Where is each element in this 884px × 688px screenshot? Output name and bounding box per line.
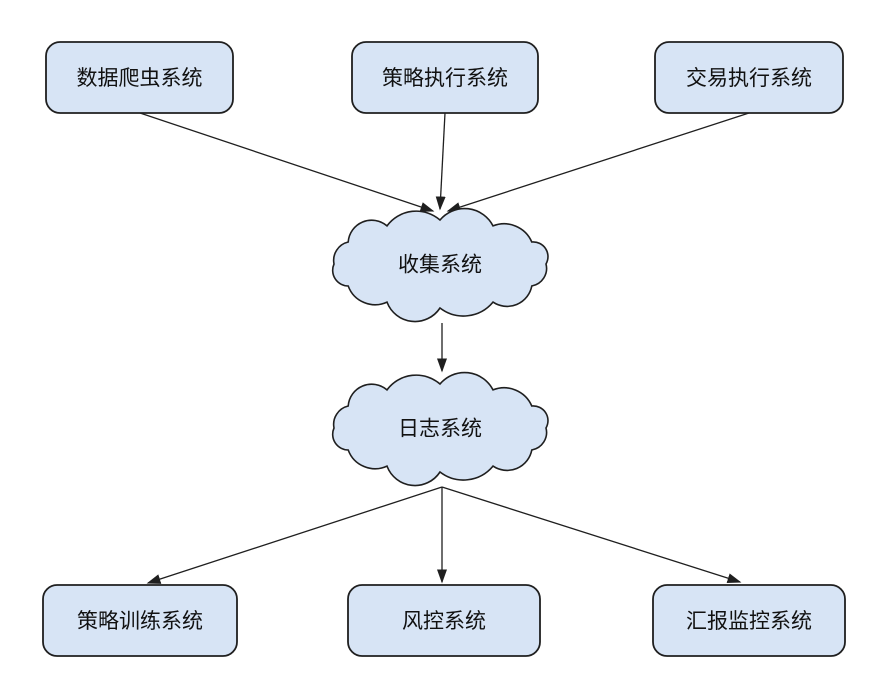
node-trade-exec-label: 交易执行系统 (686, 66, 812, 90)
node-log-cloud (331, 371, 549, 487)
edge-log-to-strategy-train (146, 486, 443, 584)
node-strategy-train-label: 策略训练系统 (77, 609, 203, 633)
node-trade-exec-box (654, 41, 844, 114)
node-log-label: 日志系统 (398, 416, 482, 440)
node-risk-control-system: 风控系统 (347, 584, 541, 657)
node-strategy-exec-box (351, 41, 539, 114)
edge-log-to-report-monitor (441, 486, 742, 583)
node-risk-control-label: 风控系统 (402, 609, 486, 633)
node-data-crawler-box (45, 41, 234, 114)
node-strategy-train-box (42, 584, 238, 657)
edge-trade-exec-to-collect (446, 112, 750, 212)
node-trade-exec-system: 交易执行系统 (654, 41, 844, 114)
node-log-system: 日志系统 (331, 371, 549, 487)
edge-strategy-exec-to-collect (435, 112, 446, 211)
node-report-monitor-label: 汇报监控系统 (686, 609, 812, 633)
edge-data-crawler-to-collect (139, 112, 435, 212)
node-collect-cloud (331, 207, 549, 323)
node-data-crawler-label: 数据爬虫系统 (77, 66, 203, 90)
node-strategy-exec-system: 策略执行系统 (351, 41, 539, 114)
node-strategy-exec-label: 策略执行系统 (382, 66, 508, 90)
node-data-crawler-system: 数据爬虫系统 (45, 41, 234, 114)
node-collect-system: 收集系统 (331, 207, 549, 323)
node-report-monitor-box (652, 584, 846, 657)
node-report-monitor-system: 汇报监控系统 (652, 584, 846, 657)
node-risk-control-box (347, 584, 541, 657)
node-strategy-train-system: 策略训练系统 (42, 584, 238, 657)
node-collect-label: 收集系统 (398, 252, 482, 276)
